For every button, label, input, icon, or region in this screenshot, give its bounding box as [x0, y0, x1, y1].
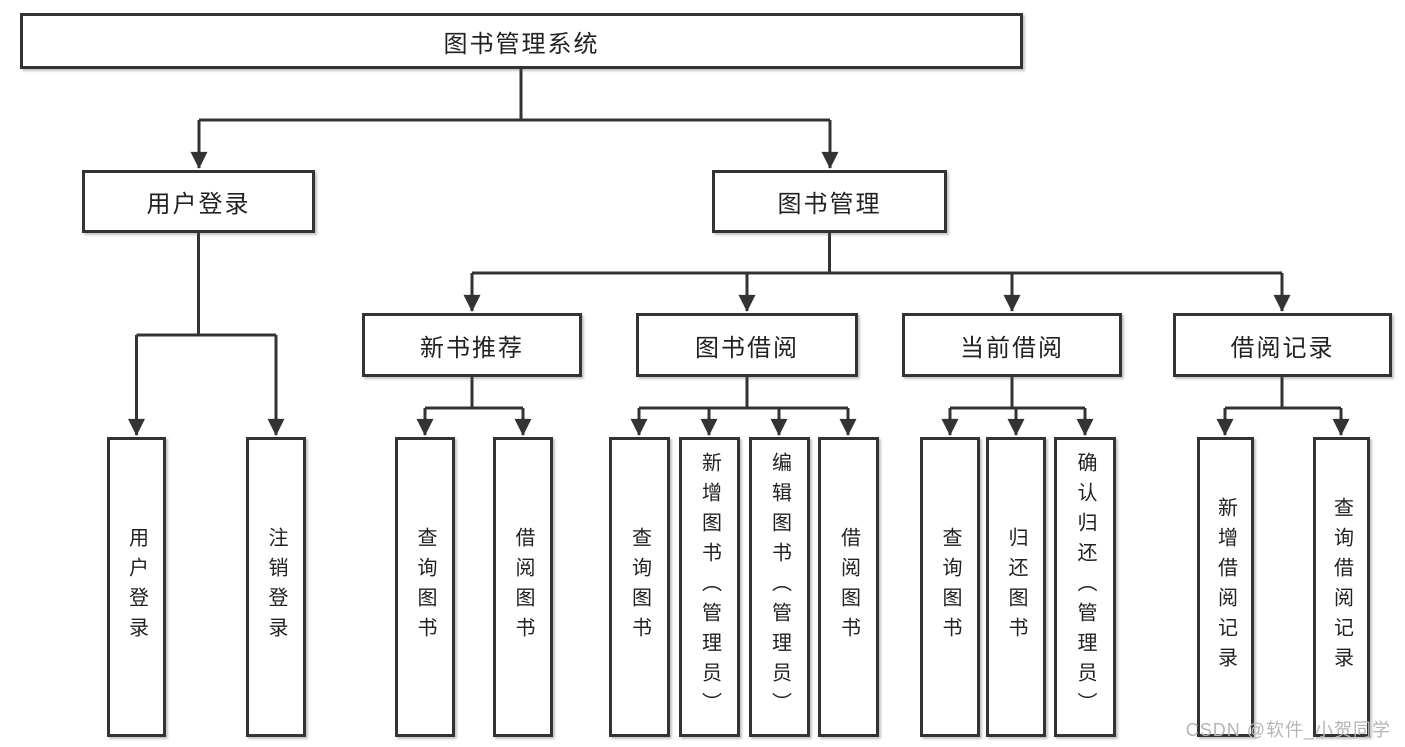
leaf-logout-login: 注销登录: [246, 437, 306, 737]
leaf-borrow-books: 借阅图书: [818, 437, 879, 737]
leaf-query-books-current: 查询图书: [920, 437, 980, 737]
leaf-label: 查询图书: [939, 527, 961, 647]
node-book-management: 图书管理: [712, 170, 947, 233]
leaf-borrow-books-recommend: 借阅图书: [493, 437, 553, 737]
leaf-label: 新增借阅记录: [1214, 497, 1237, 677]
leaf-confirm-return-admin: 确认归还（管理员）: [1054, 437, 1116, 737]
node-library-management-system: 图书管理系统: [20, 13, 1023, 69]
watermark: CSDN @软件_小贺同学: [1185, 720, 1391, 740]
leaf-query-books-recommend: 查询图书: [395, 437, 455, 737]
node-label: 用户登录: [146, 191, 251, 218]
leaf-label: 用户登录: [125, 527, 148, 647]
leaf-query-borrow-record: 查询借阅记录: [1313, 437, 1370, 737]
node-borrowing-records: 借阅记录: [1173, 313, 1392, 377]
leaf-edit-books-admin: 编辑图书（管理员）: [749, 437, 810, 737]
node-label: 当前借阅: [960, 334, 1064, 362]
leaf-return-books: 归还图书: [986, 437, 1046, 737]
node-label: 借阅记录: [1230, 334, 1335, 362]
node-label: 图书借阅: [695, 334, 799, 362]
node-label: 新书推荐: [420, 334, 524, 362]
node-user-login: 用户登录: [82, 170, 315, 233]
leaf-add-books-admin: 新增图书（管理员）: [679, 437, 740, 737]
leaf-label: 编辑图书（管理员）: [768, 452, 791, 722]
leaf-label: 新增图书（管理员）: [698, 452, 721, 722]
leaf-label: 查询借阅记录: [1330, 497, 1353, 677]
node-new-book-recommend: 新书推荐: [362, 313, 582, 377]
leaf-label: 借阅图书: [512, 527, 534, 647]
leaf-query-books-borrow: 查询图书: [609, 437, 670, 737]
node-current-borrowing: 当前借阅: [902, 313, 1122, 377]
leaf-label: 归还图书: [1005, 527, 1027, 647]
leaf-label: 查询图书: [414, 527, 436, 647]
leaf-label: 借阅图书: [837, 527, 860, 647]
leaf-label: 查询图书: [628, 527, 651, 647]
leaf-label: 确认归还（管理员）: [1074, 452, 1096, 722]
node-label: 图书管理系统: [443, 30, 600, 58]
node-book-borrowing: 图书借阅: [636, 313, 858, 377]
leaf-user-login: 用户登录: [107, 437, 166, 737]
leaf-label: 注销登录: [265, 527, 287, 647]
node-label: 图书管理: [777, 191, 882, 218]
leaf-add-borrow-record: 新增借阅记录: [1197, 437, 1254, 737]
